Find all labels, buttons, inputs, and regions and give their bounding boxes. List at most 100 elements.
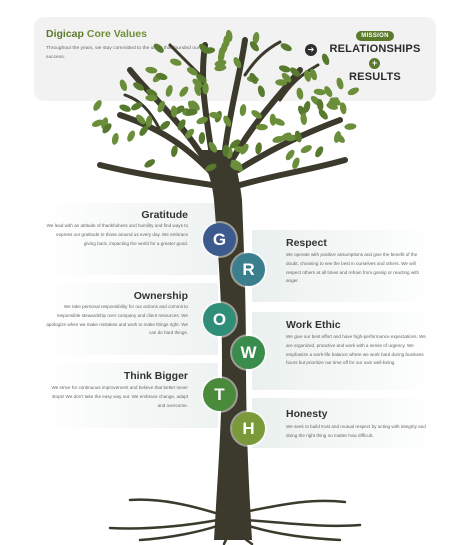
leaf	[91, 119, 104, 127]
leaf	[145, 94, 158, 102]
leaf	[326, 102, 338, 110]
leaf	[281, 72, 292, 83]
plus-icon: +	[369, 58, 380, 69]
leaf	[273, 118, 285, 126]
value-title-think-bigger: Think Bigger	[123, 370, 188, 382]
branch	[243, 40, 282, 77]
leaf	[249, 72, 258, 84]
leaf	[294, 130, 302, 143]
leaf	[205, 163, 217, 172]
letter-badge-g: G	[203, 223, 236, 256]
leaf	[275, 79, 288, 86]
letter-badge-w: W	[232, 336, 265, 369]
leaf	[146, 88, 158, 97]
branch	[237, 157, 348, 188]
leaf	[290, 67, 301, 77]
branch	[123, 93, 162, 132]
tree-trunk	[198, 150, 252, 540]
letter-badge-o: O	[203, 303, 236, 336]
leaf	[285, 149, 295, 161]
leaf	[296, 87, 304, 100]
leaf	[222, 144, 229, 157]
brand-title: Digicap Core Values	[46, 28, 147, 40]
branch	[127, 67, 208, 163]
leaf	[127, 130, 135, 142]
leaf	[278, 65, 291, 73]
leaf	[131, 102, 143, 111]
value-title-gratitude: Gratitude	[141, 209, 188, 221]
leaf	[272, 135, 285, 143]
leaf	[300, 145, 312, 154]
leaf	[185, 109, 198, 116]
leaf	[186, 67, 198, 76]
root	[244, 523, 342, 542]
leaf	[170, 105, 178, 118]
leaf	[165, 85, 173, 97]
branch	[199, 42, 215, 158]
leaf	[335, 133, 345, 143]
panel-work-ethic	[252, 312, 437, 390]
leaf	[157, 101, 166, 113]
letter-badge-t: T	[203, 378, 236, 411]
leaf	[347, 87, 360, 96]
leaf	[169, 58, 182, 66]
leaf	[255, 123, 268, 131]
leaf	[198, 132, 206, 145]
arrow-right-icon: ➔	[305, 44, 317, 56]
leaf	[225, 29, 233, 42]
leaf	[119, 79, 128, 92]
leaf	[214, 59, 227, 67]
brand-name: Digicap	[46, 28, 84, 40]
root	[243, 518, 362, 528]
leaf	[145, 66, 158, 74]
leaf	[234, 161, 243, 172]
leaf	[155, 73, 168, 80]
branch	[97, 162, 215, 188]
mission-badge: MISSION	[356, 31, 394, 41]
leaf	[280, 43, 292, 52]
title-rest: Core Values	[83, 28, 147, 40]
leaf	[249, 41, 259, 52]
leaf	[177, 119, 186, 131]
leaf	[202, 82, 209, 95]
leaf	[159, 120, 171, 130]
leaf	[251, 110, 262, 119]
leaf	[233, 57, 242, 69]
value-desc-honesty: We seek to build trust and mutual respec…	[286, 424, 426, 438]
panel-gratitude	[38, 203, 218, 275]
leaf	[144, 159, 156, 168]
value-desc-work-ethic: We give our best effort and have high-pe…	[286, 334, 426, 366]
panel-ownership	[38, 283, 218, 355]
leaf	[153, 43, 164, 53]
leaf	[196, 74, 207, 83]
value-desc-respect: We operate with positive assumptions and…	[286, 252, 420, 284]
value-desc-ownership: We take personal responsibility for our …	[46, 304, 188, 336]
panel-think-bigger	[38, 363, 218, 428]
tree-branches	[97, 37, 348, 188]
mission-relationships: RELATIONSHIPS	[329, 43, 421, 55]
letter-badge-r: R	[232, 253, 265, 286]
branch	[278, 63, 320, 102]
leaf	[303, 101, 311, 113]
leaf	[324, 86, 333, 98]
leaf	[136, 114, 146, 125]
leaf	[196, 116, 208, 125]
root	[108, 518, 220, 530]
leaf	[119, 104, 131, 112]
header-description: Throughout the years, we stay committed …	[46, 46, 200, 61]
leaf	[171, 145, 178, 158]
leaf	[269, 113, 277, 126]
root	[242, 499, 347, 514]
leaf	[315, 146, 324, 158]
leaf	[194, 84, 202, 96]
leaf	[208, 141, 218, 153]
leaf	[192, 78, 203, 88]
branch	[235, 117, 343, 173]
value-desc-think-bigger: We strive for continuous improvement and…	[51, 385, 188, 408]
leaf	[321, 53, 330, 66]
leaf	[229, 139, 241, 149]
value-title-work-ethic: Work Ethic	[286, 319, 341, 331]
leaf	[239, 104, 247, 117]
leaf	[188, 100, 196, 112]
